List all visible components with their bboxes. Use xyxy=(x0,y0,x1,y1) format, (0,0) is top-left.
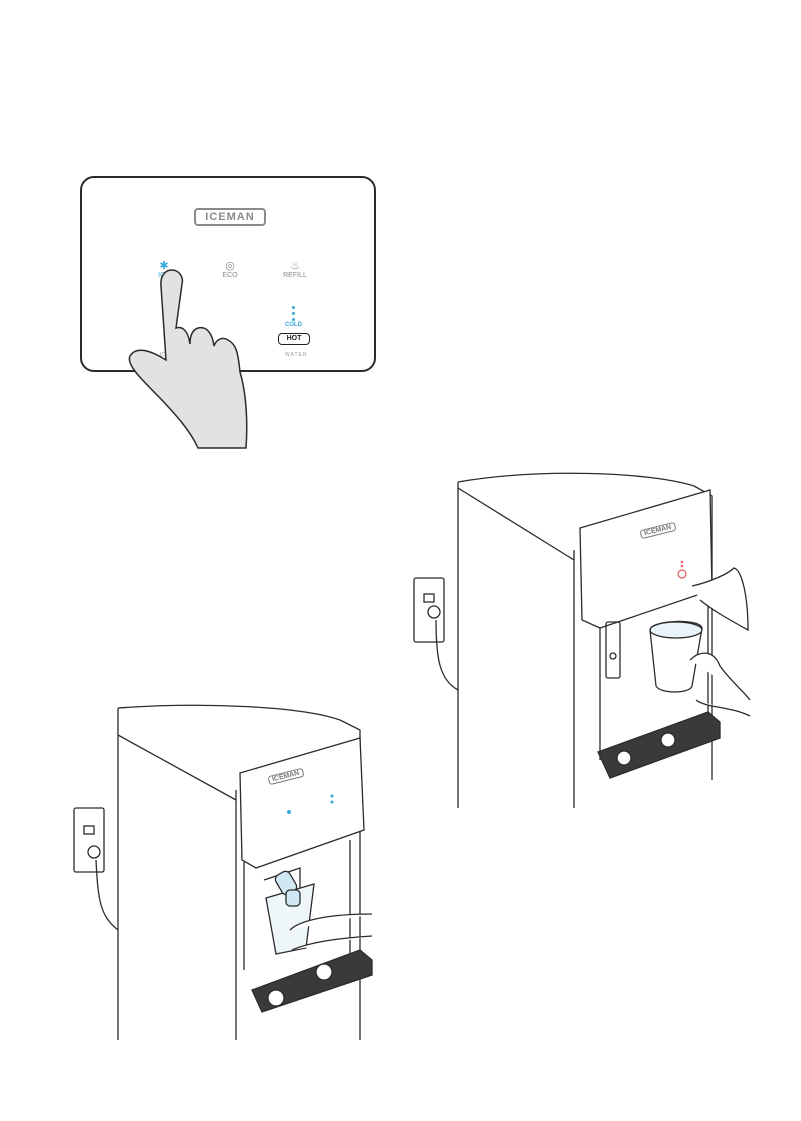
dispenser-hot-illustration xyxy=(0,0,801,1121)
